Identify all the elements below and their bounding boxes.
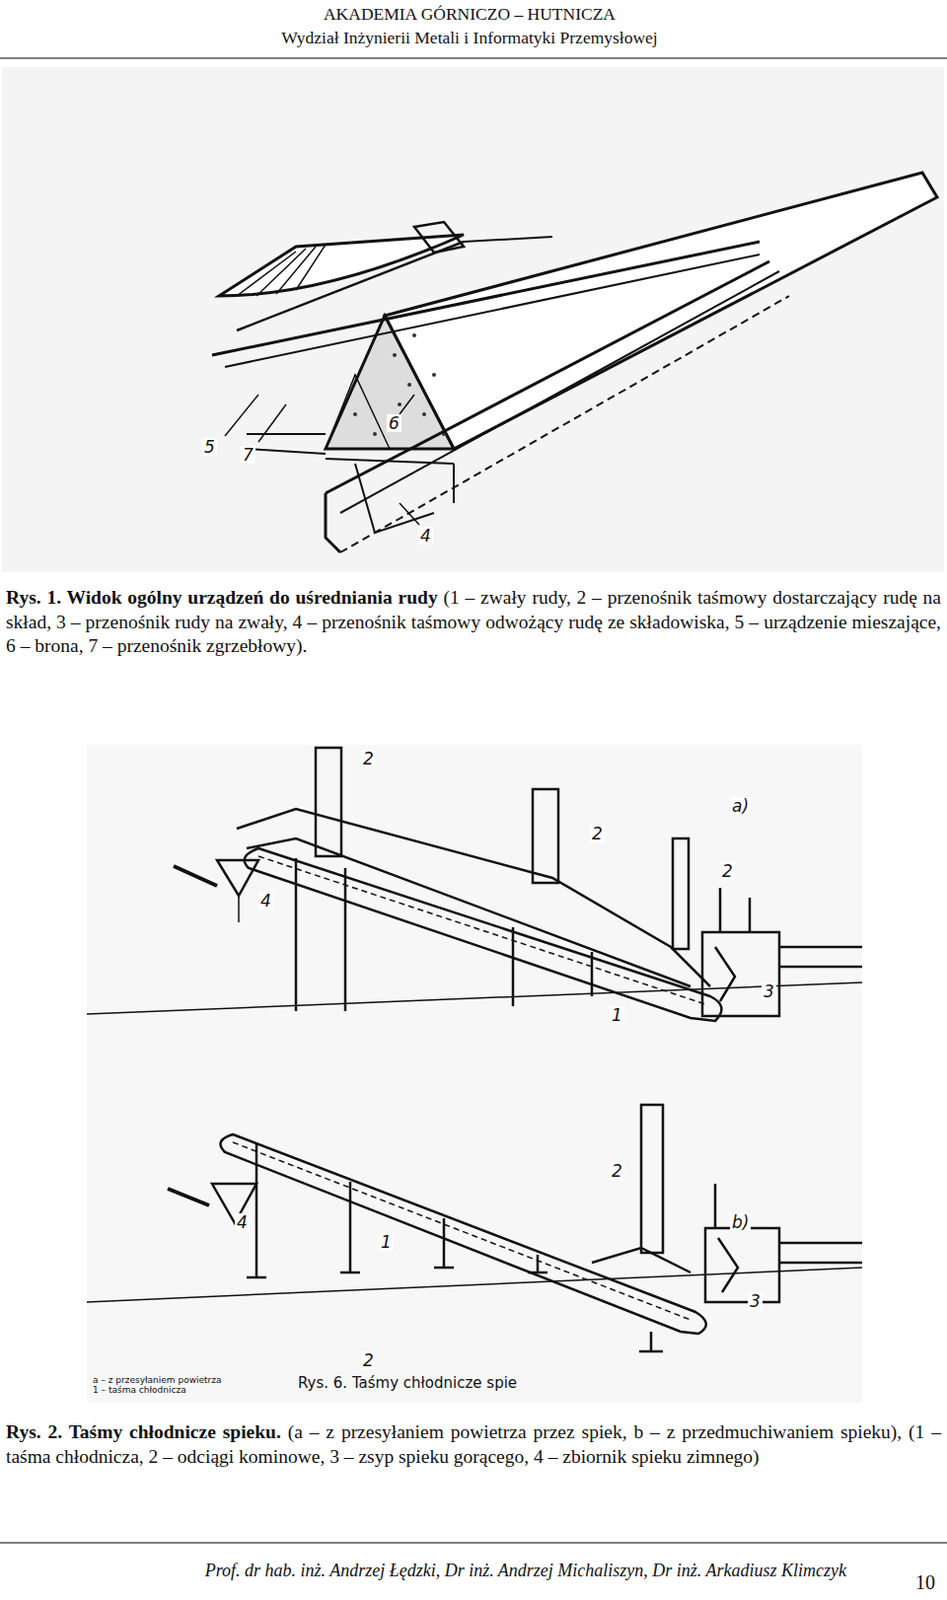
caption-heading: Rys. 2. Taśmy chłodnicze spieku. (5, 1421, 282, 1443)
callout-number: 1 (609, 1006, 625, 1024)
footer-rule (0, 1542, 947, 1544)
callout-number: 2 (361, 1351, 376, 1370)
callout-number: 4 (418, 526, 434, 545)
footer-authors: Prof. dr hab. inż. Andrzej Łędzki, Dr in… (205, 1560, 847, 1582)
callout-number: 4 (258, 891, 274, 910)
callout-number: 2 (609, 1162, 625, 1180)
callout-number: b) (729, 1213, 751, 1232)
scan-caption: Rys. 6. Taśmy chłodnicze spie (295, 1375, 519, 1392)
callout-number: 2 (589, 824, 605, 843)
callout-number: 7 (240, 445, 256, 464)
page-subheader: Wydział Inżynierii Metali i Informatyki … (0, 27, 944, 48)
callout-number: 3 (761, 982, 777, 1001)
scan-ground (86, 744, 863, 1403)
cooler-b-sketch (86, 1104, 863, 1352)
callout-number: 2 (361, 749, 376, 768)
callout-number: a) (729, 797, 751, 815)
scan-legend: a – z przesyłaniem powietrza (90, 1375, 224, 1385)
scan-ground (1, 67, 945, 573)
caption-heading: Rys. 1. Widok ogólny urządzeń do uśredni… (5, 586, 438, 608)
figure-caption: Rys. 1. Widok ogólny urządzeń do uśredni… (5, 585, 942, 659)
callout-number: 6 (386, 414, 402, 433)
figure-caption: Rys. 2. Taśmy chłodnicze spieku. (a – z … (5, 1420, 942, 1469)
header-rule (0, 58, 947, 60)
scan-legend: 1 – taśma chłodnicza (90, 1384, 189, 1395)
cooler-a-sketch (86, 747, 863, 1021)
callout-number: 5 (202, 437, 218, 456)
callout-number: 4 (234, 1213, 250, 1232)
stockyard-sketch (212, 172, 938, 553)
page-number: 10 (915, 1571, 936, 1595)
callout-number: 1 (378, 1233, 394, 1251)
callout-number: 2 (720, 862, 735, 880)
callout-number: 3 (747, 1292, 763, 1311)
page-header: AKADEMIA GÓRNICZO – HUTNICZA (0, 3, 944, 24)
